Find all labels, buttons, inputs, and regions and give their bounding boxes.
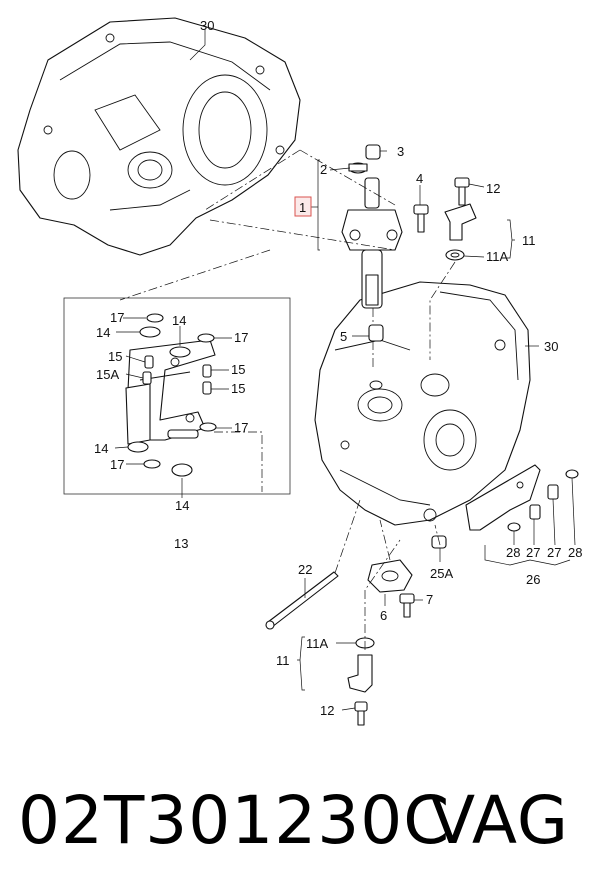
callout-30-mid: 30 [544, 339, 558, 354]
callout-11-right: 11 [522, 233, 536, 248]
callout-30-top: 30 [200, 18, 214, 33]
ring-11A-top [445, 249, 465, 261]
callout-17-b: 17 [234, 330, 248, 345]
seal-ring-17a [146, 313, 164, 323]
callout-27-b: 27 [547, 545, 561, 560]
bracket-11-top [444, 203, 477, 241]
callout-11A-right: 11A [486, 249, 508, 264]
bolt-12-bottom [354, 701, 368, 726]
bolt-4 [413, 204, 429, 233]
rod-22 [265, 571, 339, 630]
callout-15A: 15A [96, 367, 119, 382]
callout-14-b: 14 [172, 313, 186, 328]
housing-upper [17, 17, 301, 256]
callout-14-d: 14 [175, 498, 189, 513]
bolt-27a [529, 504, 541, 520]
exploded-parts-diagram: 30 1 2 3 4 12 11 11A 5 30 17 14 14 17 15… [17, 17, 582, 726]
seal-ring-14c [127, 441, 149, 453]
seal-ring-14a [139, 326, 161, 338]
fork-group-frame [63, 297, 291, 495]
callout-14-c: 14 [94, 441, 108, 456]
bolt-12-top [454, 177, 470, 206]
callout-11A-bottom: 11A [306, 636, 328, 651]
callout-27-a: 27 [526, 545, 540, 560]
callout-28-b: 28 [568, 545, 582, 560]
cap-3 [365, 144, 381, 160]
callout-26: 26 [526, 572, 540, 587]
bracket-26 [465, 464, 541, 531]
callout-17-c: 17 [234, 420, 248, 435]
part-number: 02T301230C [18, 782, 451, 859]
callout-5: 5 [340, 329, 347, 344]
bolt-27b [547, 484, 559, 500]
callout-14-a: 14 [96, 325, 110, 340]
callout-25A: 25A [430, 566, 453, 581]
callout-13: 13 [174, 536, 188, 551]
assembly-lines [119, 149, 456, 650]
seal-ring-14b [169, 346, 191, 358]
callout-4: 4 [416, 171, 423, 186]
callout-15-b: 15 [231, 362, 245, 377]
seal-ring-17c [199, 422, 217, 432]
washer-28b [565, 469, 579, 479]
bolt-15c [202, 381, 212, 395]
callout-11-bottom: 11 [276, 653, 290, 668]
callout-15-a: 15 [108, 349, 122, 364]
callout-7: 7 [426, 592, 433, 607]
gear-selector-assembly [341, 177, 403, 309]
callout-12-top: 12 [486, 181, 500, 196]
cap-2 [348, 162, 368, 174]
callout-17-a: 17 [110, 310, 124, 325]
callout-2: 2 [320, 162, 327, 177]
callout-1-highlight [294, 196, 312, 217]
bolt-15a [144, 355, 154, 369]
callout-22: 22 [298, 562, 312, 577]
brand-label: VAG [430, 782, 570, 859]
callout-17-d: 17 [110, 457, 124, 472]
callout-28-a: 28 [506, 545, 520, 560]
bolt-15A [142, 371, 152, 385]
leader-lines [114, 30, 576, 711]
callout-12-bottom: 12 [320, 703, 334, 718]
callout-3: 3 [397, 144, 404, 159]
callout-15-c: 15 [231, 381, 245, 396]
seal-ring-17b [197, 333, 215, 343]
bracket-11-bottom [347, 654, 373, 693]
callout-6: 6 [380, 608, 387, 623]
seal-ring-14d [171, 463, 193, 477]
sleeve-5 [368, 324, 384, 342]
housing-main [314, 281, 531, 526]
callout-1: 1 [299, 200, 306, 215]
seal-ring-17d [143, 459, 161, 469]
bolt-15b [202, 364, 212, 378]
cover-6 [367, 559, 413, 593]
bolt-7 [399, 593, 415, 618]
footer: 02T301230C VAG [0, 770, 600, 870]
callout-labels: 30 1 2 3 4 12 11 11A 5 30 17 14 14 17 15… [94, 18, 582, 718]
washer-28a [507, 522, 521, 532]
